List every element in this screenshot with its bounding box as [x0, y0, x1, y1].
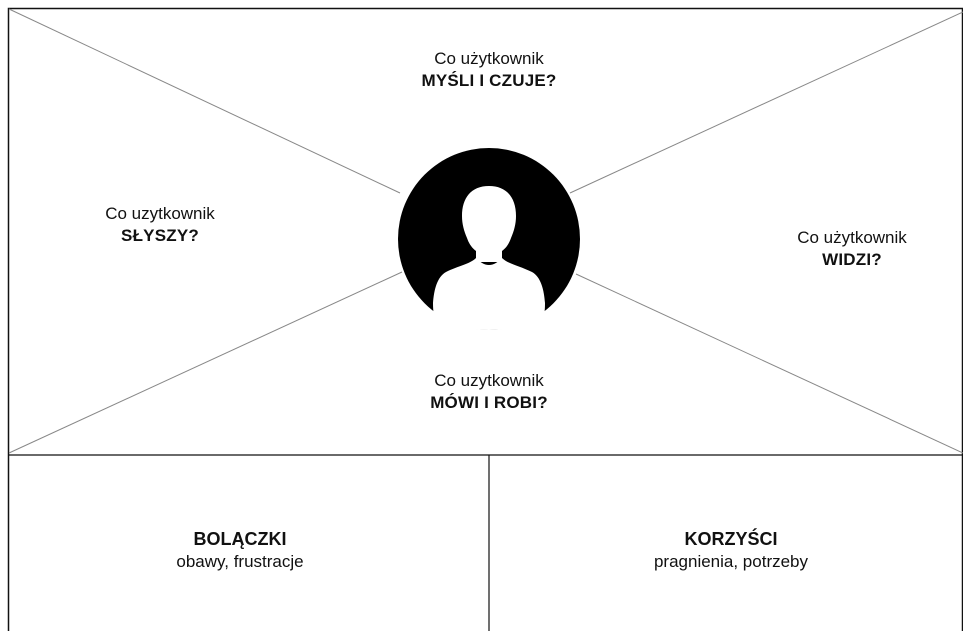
quadrant-top-question: Co użytkownik [434, 49, 544, 68]
quadrant-bottom-topic: MÓWI I ROBI? [430, 393, 548, 413]
quadrant-bottom-label: Co uzytkownik MÓWI I ROBI? [389, 370, 589, 414]
quadrant-right-question: Co użytkownik [797, 228, 907, 247]
quadrant-left-label: Co uzytkownik SŁYSZY? [60, 203, 260, 247]
quadrant-right-topic: WIDZI? [822, 250, 882, 270]
diagonal-bottom-left [8, 271, 403, 454]
diagonal-bottom-right [575, 273, 963, 454]
diagonal-top-right [569, 11, 963, 194]
quadrant-right-label: Co użytkownik WIDZI? [752, 227, 952, 271]
user-avatar-icon [398, 148, 580, 330]
quadrant-left-topic: SŁYSZY? [121, 226, 199, 246]
pains-title: BOLĄCZKI [193, 529, 287, 549]
diagonal-top-left [8, 8, 401, 194]
gains-box: KORZYŚCI pragnienia, potrzeby [611, 527, 851, 574]
quadrant-bottom-question: Co uzytkownik [434, 371, 544, 390]
pains-subtitle: obawy, frustracje [176, 552, 304, 572]
quadrant-left-question: Co uzytkownik [105, 204, 215, 223]
quadrant-top-topic: MYŚLI I CZUJE? [421, 71, 557, 91]
gains-subtitle: pragnienia, potrzeby [653, 552, 809, 572]
quadrant-top-label: Co użytkownik MYŚLI I CZUJE? [389, 48, 589, 92]
gains-title: KORZYŚCI [684, 529, 778, 549]
pains-box: BOLĄCZKI obawy, frustracje [120, 527, 360, 574]
